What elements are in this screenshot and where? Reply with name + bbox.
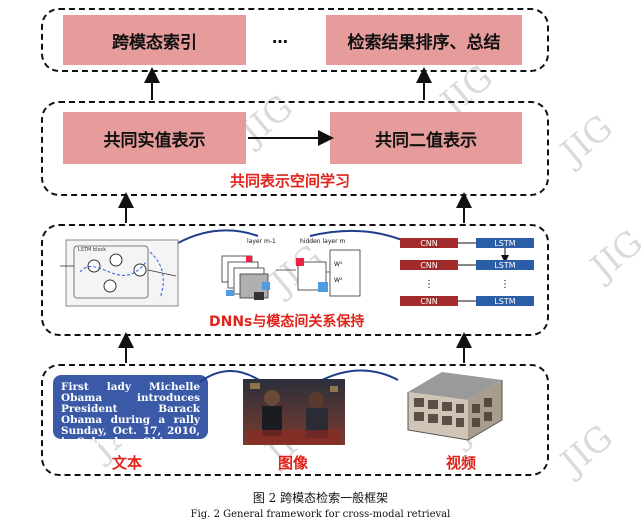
- image-modality-label: 图像: [278, 454, 309, 472]
- cnn-block-label: CNN: [420, 261, 438, 270]
- cnn-ellipsis: ⋮: [424, 279, 434, 290]
- top-layer-frame: [41, 8, 549, 72]
- video-modality-label: 视频: [446, 454, 477, 472]
- image-sample-photo: [243, 379, 345, 445]
- input-layer-frame: [41, 364, 549, 476]
- dnn-layer-frame: [41, 224, 549, 336]
- video-sample-frames: [407, 372, 503, 441]
- layer-m1-label: layer m-1: [247, 238, 276, 245]
- w2-label: W²: [334, 277, 343, 284]
- hidden-layer-m-label: hidden layer m: [300, 238, 345, 245]
- cnn-block-label: CNN: [420, 297, 438, 306]
- dnn-connector-arc-left: [177, 229, 259, 244]
- cnn-block-label: CNN: [420, 239, 438, 248]
- lstm-block-title: LSTM block: [78, 247, 106, 253]
- cnn-block: [400, 260, 458, 270]
- input-connector-arc-right: [317, 369, 399, 383]
- text-sample-card: First lady Michelle Obama introduces Pre…: [53, 375, 208, 448]
- cnn-block: [400, 296, 458, 306]
- cnn-column: CNN CNN ⋮ CNN: [400, 238, 458, 306]
- lstm-block-label: LSTM: [494, 261, 515, 270]
- shared-space-learning-label: 共同表示空间学习: [230, 172, 351, 190]
- cross-modal-index-box: 跨模态索引: [63, 15, 246, 65]
- cnn-block: [400, 238, 458, 248]
- binary-representation-box: 共同二值表示: [330, 112, 522, 164]
- dnn-connector-arc-right: [309, 229, 403, 241]
- input-connector-arc-left: [199, 370, 263, 383]
- lstm-block-label: LSTM: [494, 239, 515, 248]
- ellipsis: …: [272, 28, 288, 47]
- shared-representation-frame: [41, 101, 549, 196]
- caption-chinese: 图 2 跨模态检索一般框架: [252, 491, 389, 505]
- lstm-block-label: LSTM: [494, 297, 515, 306]
- lstm-block: [476, 296, 534, 306]
- dnn-relationship-label: DNNs与模态间关系保持: [209, 314, 365, 330]
- lstm-block: [476, 238, 534, 248]
- real-valued-representation-box: 共同实值表示: [63, 112, 246, 164]
- result-ranking-box: 检索结果排序、总结: [326, 15, 522, 65]
- w1-label: W¹: [334, 261, 343, 268]
- lstm-ellipsis: ⋮: [500, 279, 510, 290]
- caption-english: Fig. 2 General framework for cross-modal…: [190, 509, 451, 520]
- lstm-column: LSTM LSTM ⋮ LSTM: [458, 238, 534, 306]
- lstm-block: [476, 260, 534, 270]
- text-modality-label: 文本: [112, 454, 143, 472]
- hidden-layer-diagram: layer m-1 hidden layer m W¹ W²: [221, 238, 361, 300]
- lstm-block-diagram: LSTM block: [60, 239, 179, 307]
